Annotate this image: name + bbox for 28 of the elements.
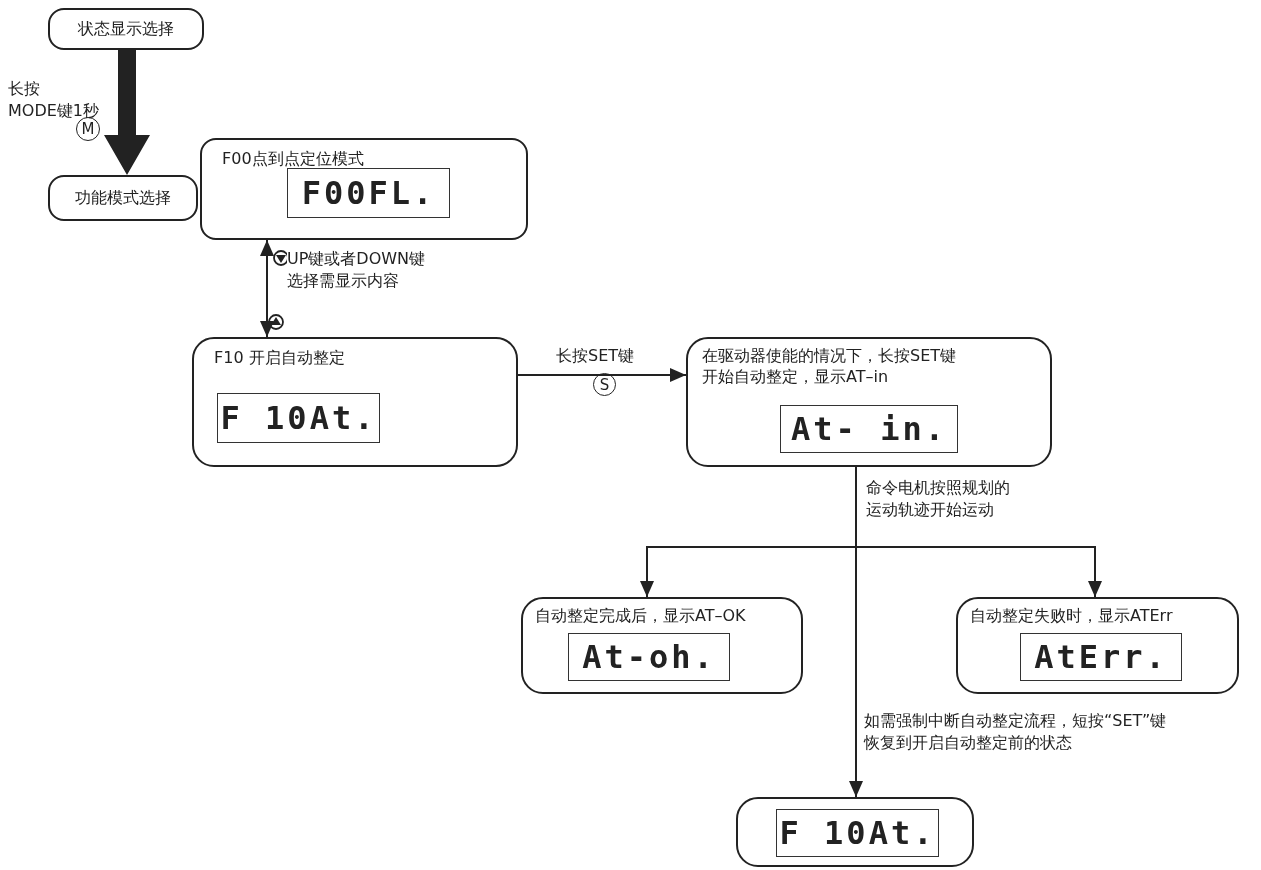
segment-display: F 10At. [776, 809, 939, 857]
arrow [260, 239, 274, 338]
arrow [849, 466, 863, 798]
note-text: 命令电机按照规划的运动轨迹开始运动 [866, 477, 1010, 521]
edge-label: 长按MODE键1秒 [8, 78, 99, 122]
segment-display: F00FL. [287, 168, 450, 218]
segment-display: F 10At. [217, 393, 380, 443]
segment-display: At-oh. [568, 633, 730, 681]
segment-display: AtErr. [1020, 633, 1182, 681]
edge-label: UP键或者DOWN键选择需显示内容 [287, 248, 426, 292]
box-label: 自动整定失败时，显示ATErr [970, 605, 1173, 626]
edge-label: 如需强制中断自动整定流程，短按“SET”键恢复到开启自动整定前的状态 [864, 710, 1167, 754]
process-box: 功能模式选择 [48, 175, 198, 221]
box-label: F10 开启自动整定 [214, 347, 345, 368]
thick-arrow [104, 50, 150, 175]
display-box [736, 797, 974, 867]
box-label: 在驱动器使能的情况下，长按SET键开始自动整定，显示AT–in [702, 345, 957, 387]
display-box [200, 138, 528, 240]
segment-display: At- in. [780, 405, 958, 453]
display-box [686, 337, 1052, 467]
display-box [521, 597, 803, 694]
box-label: 自动整定完成后，显示AT–OK [535, 605, 746, 626]
edge-label: 长按SET键 [556, 345, 635, 367]
process-box: 状态显示选择 [48, 8, 204, 50]
display-box [956, 597, 1239, 694]
arrow [517, 368, 687, 382]
display-box [192, 337, 518, 467]
box-label: F00点到点定位模式 [222, 148, 364, 169]
